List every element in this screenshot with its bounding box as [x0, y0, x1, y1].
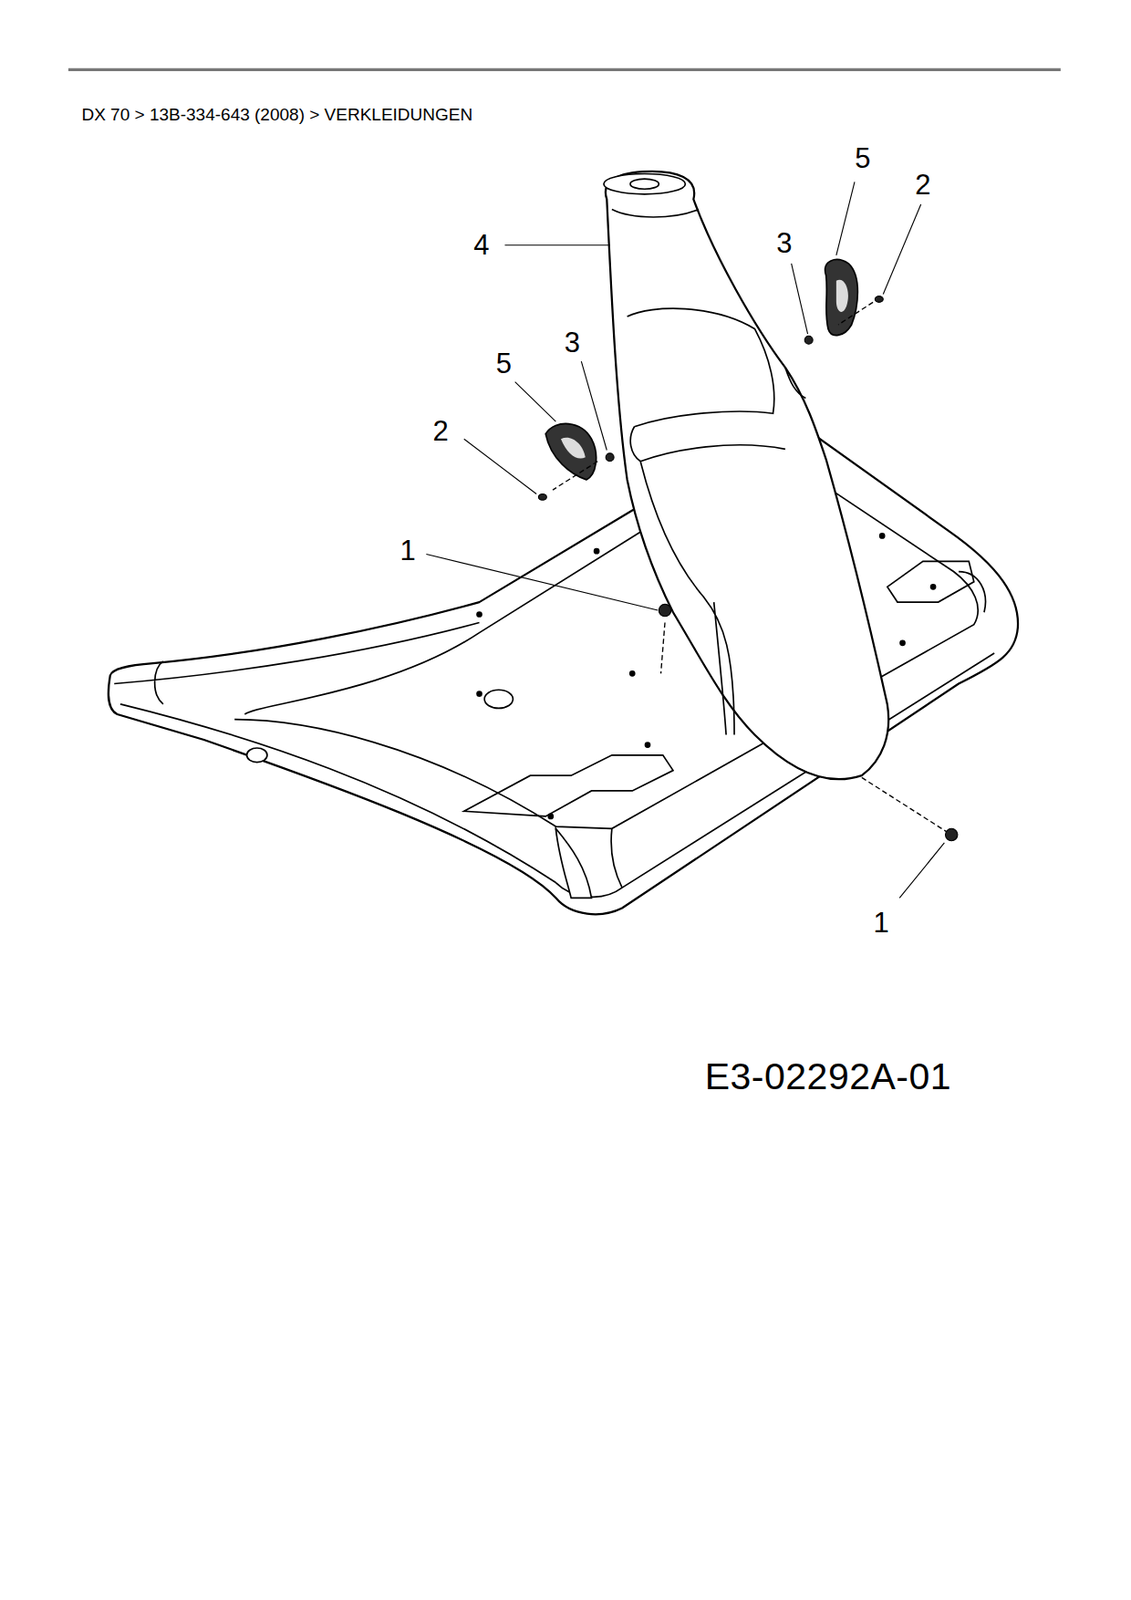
callout-number: 2 [914, 170, 931, 199]
breadcrumb-title: DX 70 > 13B-334-643 (2008) > VERKLEIDUNG… [81, 105, 473, 124]
fasteners [538, 296, 958, 841]
pedal-cap [545, 259, 858, 480]
tray-holes [247, 689, 592, 898]
illustration-ground [109, 143, 1020, 1102]
callout-number: 3 [776, 228, 792, 258]
footrest-tray [108, 428, 1018, 914]
pedal-cap-highlight [560, 280, 849, 459]
callout-number: 1 [400, 535, 416, 564]
callout-number: 1 [872, 907, 889, 936]
column-cover-contours [612, 209, 806, 736]
callout-number: 4 [473, 230, 489, 260]
column-top-opening [603, 173, 685, 194]
drawing-number: E3-02292A-01 [705, 1057, 952, 1095]
assembly-axes [552, 301, 947, 831]
header-rule [68, 68, 1061, 72]
callout-number: 3 [564, 327, 581, 356]
leader-lines [425, 181, 945, 898]
callout-number: 2 [432, 415, 448, 445]
callout-number: 5 [496, 349, 512, 378]
callout-number: 5 [854, 144, 871, 173]
